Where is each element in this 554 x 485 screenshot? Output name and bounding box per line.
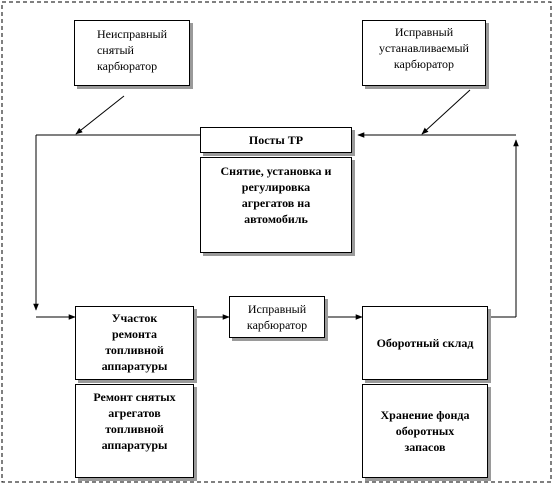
warehouse-desc-box: Хранение фонда оборотных запасов [362,384,488,478]
warehouse-box: Оборотный склад [362,306,488,380]
fuel-section-box: Участок ремонта топливной аппаратуры [75,306,194,380]
faulty-carb-arrow [75,95,125,135]
good-carburetor-label: Исправный карбюратор [246,302,308,332]
good-install-carburetor-label: Исправный устанавливаемый карбюратор [379,25,469,71]
fuel-section-desc-box: Ремонт снятых агрегатов топливной аппара… [75,384,194,478]
tr-posts-desc-label: Снятие, установка и регулировка агрегато… [220,164,332,226]
faulty-carburetor-box: Неисправный снятый карбюратор [74,20,190,86]
tr-posts-box: Посты ТР [200,127,352,153]
good-install-carburetor-box: Исправный устанавливаемый карбюратор [362,20,486,86]
warehouse-label: Оборотный склад [376,336,474,350]
tr-posts-label: Посты ТР [248,133,304,147]
good-carburetor-box: Исправный карбюратор [229,296,325,338]
fuel-section-desc-label: Ремонт снятых агрегатов топливной аппара… [93,390,176,452]
good-install-carb-arrow [421,89,471,135]
faulty-carburetor-label: Неисправный снятый карбюратор [96,27,168,73]
fuel-section-label: Участок ремонта топливной аппаратуры [101,311,168,373]
warehouse-desc-label: Хранение фонда оборотных запасов [380,408,470,454]
tr-posts-desc-box: Снятие, установка и регулировка агрегато… [200,157,352,253]
